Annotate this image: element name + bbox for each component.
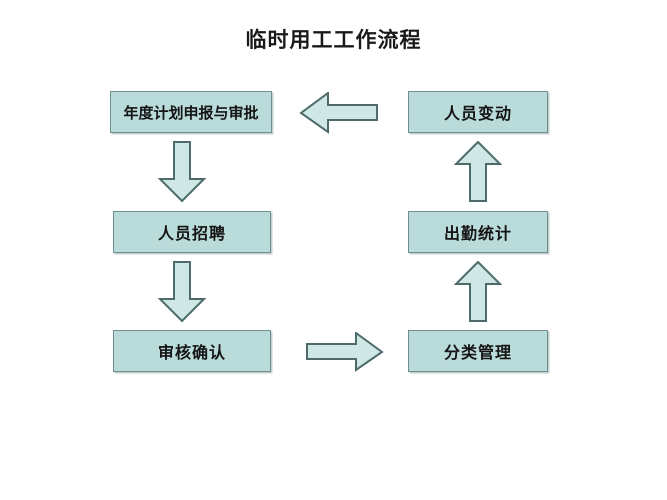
flow-node-label: 年度计划申报与审批	[123, 103, 259, 122]
flow-node-category-manage[interactable]: 分类管理	[408, 330, 548, 372]
flow-node-label: 出勤统计	[443, 224, 512, 243]
flow-node-label: 人员变动	[443, 104, 512, 123]
arrow-annual-plan-to-recruitment	[156, 141, 208, 203]
flow-node-review-confirm[interactable]: 审核确认	[113, 330, 271, 372]
flow-node-label: 分类管理	[443, 343, 512, 362]
page-title: 临时用工工作流程	[245, 27, 422, 52]
arrow-recruitment-to-review-confirm	[156, 261, 208, 323]
flow-node-personnel-change[interactable]: 人员变动	[408, 91, 548, 133]
flow-node-attendance-stats[interactable]: 出勤统计	[408, 211, 548, 253]
flow-node-annual-plan[interactable]: 年度计划申报与审批	[110, 91, 272, 133]
arrow-personnel-change-to-annual-plan	[299, 92, 379, 134]
arrow-category-manage-to-attendance-stats	[452, 261, 504, 323]
arrow-review-confirm-to-category-manage	[306, 332, 384, 372]
flow-node-label: 审核确认	[157, 343, 226, 362]
flow-node-label: 人员招聘	[157, 224, 226, 243]
arrow-attendance-stats-to-personnel-change	[452, 141, 504, 203]
flow-node-recruitment[interactable]: 人员招聘	[113, 211, 271, 253]
